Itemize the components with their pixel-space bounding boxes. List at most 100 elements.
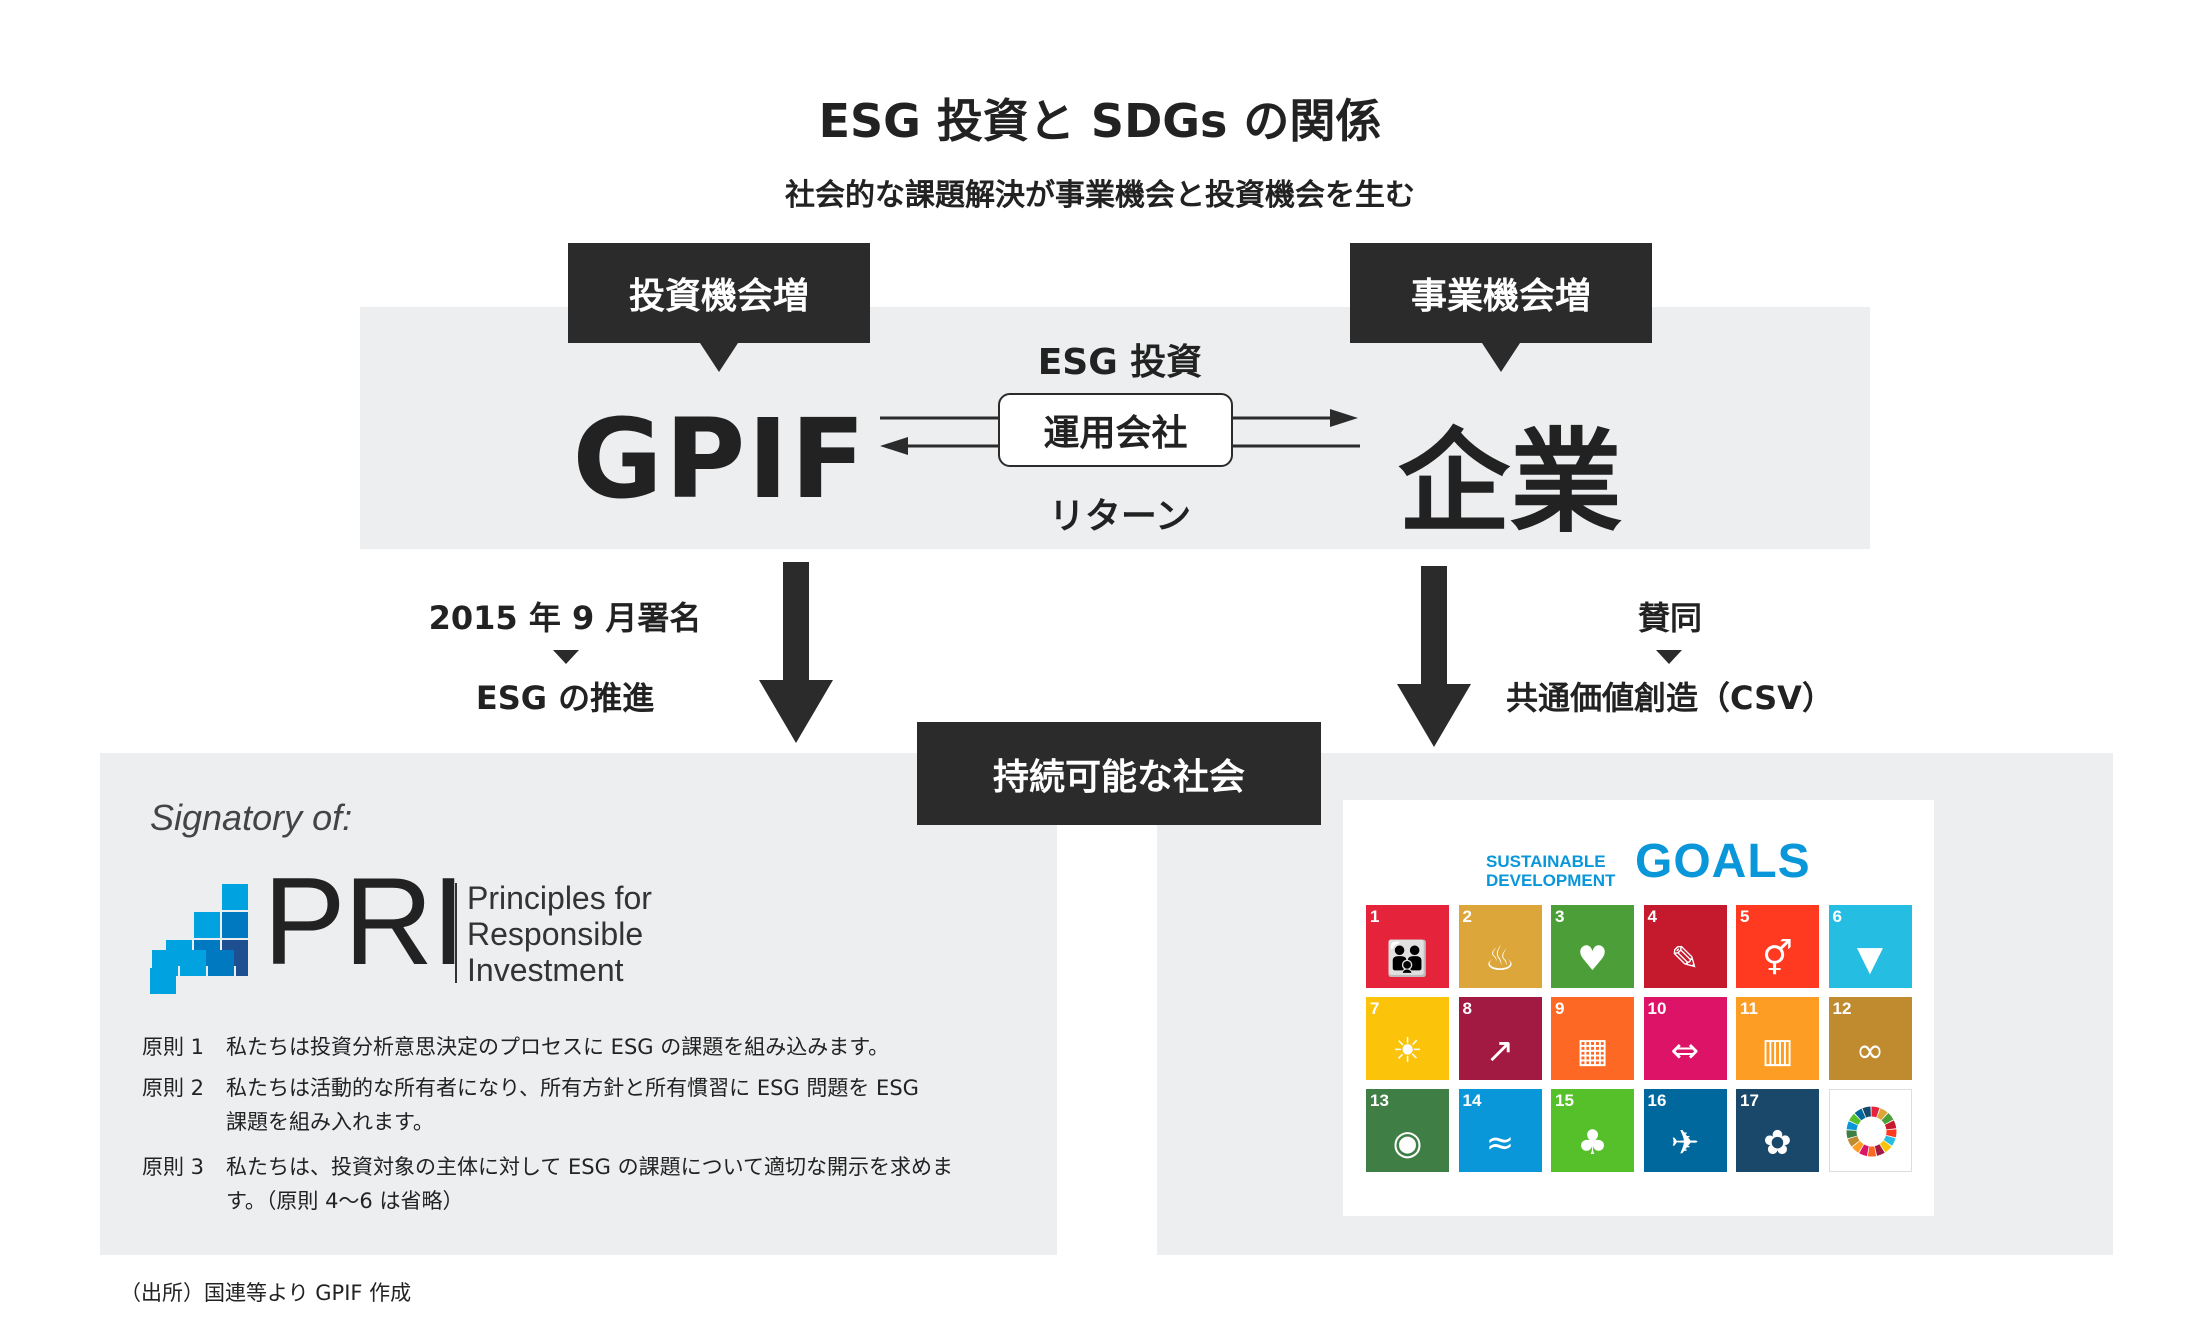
investment-opportunity-box: 投資機会増 [568,243,870,343]
sdg-tile: 4✎ [1643,905,1727,988]
asset-manager-box: 運用会社 [998,393,1233,467]
sdg-tile [1828,1089,1912,1172]
pri-panel [100,753,1057,1255]
down-arrow-left-icon [759,562,833,743]
people-icon: 👪 [1386,939,1429,979]
dove-icon: ✈ [1670,1123,1700,1163]
sdg-wheel-segment [1861,1106,1871,1118]
principle-2: 原則 2 私たちは活動的な所有者になり、所有方針と所有慣習に ESG 問題を E… [142,1071,1042,1151]
small-triangle-left-icon [553,650,579,664]
pri-tagline: Principles for Responsible Investment [467,880,652,988]
sun-icon: ☀ [1392,1031,1423,1071]
pri-tagline-line: Responsible [467,916,644,952]
pri-acronym: PRI [263,853,466,991]
principle-1: 原則 1 私たちは投資分析意思決定のプロセスに ESG の課題を組み込みます。 [142,1030,1042,1070]
sdg-tile: 14≈ [1458,1089,1542,1172]
sdg-wheel-segment [1876,1108,1888,1121]
sdg-tile: 8↗ [1458,997,1542,1080]
sdg-tile-number: 15 [1555,1091,1574,1110]
sdg-tile: 10⇔ [1643,997,1727,1080]
sdg-tile: 15♣ [1551,1089,1634,1172]
sdg-tile: 11▥ [1736,997,1819,1080]
sdg-tile: 12∞ [1828,997,1912,1080]
water-drop-icon: ▼ [1856,939,1884,979]
infinity-icon: ∞ [1855,1031,1885,1071]
sdg-tile: 3♥ [1551,905,1634,988]
company-label: 企業 [1398,418,1622,548]
gender-icon: ⚥ [1762,939,1793,979]
flower-icon: ✿ [1763,1123,1792,1163]
sdg-tile-number: 17 [1740,1091,1759,1110]
pri-tagline-line: Principles for [467,880,652,916]
sdg-tile: 9▦ [1551,997,1634,1080]
sdg-tile: 17✿ [1736,1089,1819,1172]
sdg-tile: 5⚥ [1736,905,1819,988]
left-caption-signed: 2015 年 9 月署名 [428,599,702,637]
principle-label: 原則 1 [142,1035,205,1059]
sdg-wheel-segment [1879,1140,1891,1153]
right-caption-csv: 共通価値創造（CSV） [1506,679,1834,717]
pri-tagline-line: Investment [467,952,624,988]
principle-label: 原則 3 [142,1155,205,1179]
sdg-tile: 6▼ [1828,905,1912,988]
sdg-tile-number: 16 [1647,1091,1667,1110]
gpif-label: GPIF [572,395,868,523]
source-note: （出所）国連等より GPIF 作成 [120,1281,412,1305]
sdg-logo-line: DEVELOPMENT [1486,871,1616,890]
sdg-wheel-segment [1874,1144,1885,1156]
page-title: ESG 投資と SDGs の関係 [818,94,1382,148]
sustainable-society-box: 持続可能な社会 [917,722,1321,825]
equality-icon: ⇔ [1670,1031,1700,1071]
sdg-tile-number: 6 [1832,907,1842,926]
principle-text: 私たちは活動的な所有者になり、所有方針と所有慣習に ESG 問題を ESG 課題… [226,1076,919,1134]
tree-icon: ♣ [1577,1123,1608,1163]
cubes-icon: ▦ [1576,1031,1609,1071]
sdg-wheel-segment [1846,1121,1858,1131]
sdg-tile-number: 3 [1555,907,1565,926]
sdg-tile-number: 8 [1462,999,1472,1018]
sdg-tile-number: 2 [1462,907,1472,926]
sdg-tile-number: 1 [1370,907,1380,926]
sdg-wheel-segment [1871,1106,1880,1118]
right-caption-support: 賛同 [1637,599,1702,637]
sdg-tile-number: 7 [1370,999,1380,1018]
sdg-tile: 13◉ [1366,1089,1449,1172]
sdg-wheel-segment [1881,1113,1893,1125]
left-caption-esg-promotion: ESG の推進 [475,679,655,717]
sdg-wheel-segment [1867,1146,1876,1157]
principle-label: 原則 2 [142,1076,205,1100]
principle-text: 私たちは、投資対象の主体に対して ESG の課題について適切な開示を求めます。（… [226,1155,953,1213]
pri-divider [455,883,457,983]
sdg-tile: 7☀ [1366,997,1449,1080]
sdg-tile-number: 12 [1832,999,1852,1018]
sdg-wheel-icon [1846,1106,1896,1157]
book-icon: ✎ [1670,939,1700,979]
bowl-icon: ♨ [1484,939,1516,979]
sdg-logo-text: SUSTAINABLE DEVELOPMENT [1486,852,1615,890]
sdg-tile-number: 4 [1647,907,1657,926]
sdg-tile-number: 5 [1740,907,1750,926]
business-opportunity-box: 事業機会増 [1350,243,1652,343]
sdg-tile: 1👪 [1366,905,1449,988]
sdg-tile: 2♨ [1458,905,1542,988]
sdg-tile-number: 9 [1555,999,1565,1018]
sdg-logo-line: SUSTAINABLE [1486,852,1606,871]
sdg-wheel-segment [1854,1108,1866,1121]
sdg-wheel-segment [1884,1120,1896,1130]
sdg-wheel-segment [1846,1130,1857,1139]
sdg-wheel-segment [1848,1113,1861,1125]
fish-icon: ≈ [1485,1123,1515,1163]
sdg-tile-number: 10 [1647,999,1667,1018]
eye-icon: ◉ [1392,1123,1423,1163]
down-arrow-right-icon [1397,566,1471,747]
pri-blocks-bottom-row [152,950,248,976]
sdg-wheel-segment [1847,1136,1860,1147]
principle-3: 原則 3 私たちは、投資対象の主体に対して ESG の課題について適切な開示を求… [142,1150,1042,1230]
heartbeat-icon: ♥ [1577,939,1608,979]
city-icon: ▥ [1761,1031,1794,1071]
signatory-label: Signatory of: [150,797,353,838]
sdg-wheel-segment [1885,1129,1896,1138]
sdg-wheel-segment [1858,1144,1869,1157]
sdg-tile: 16✈ [1643,1089,1727,1172]
sdg-tile-number: 11 [1740,999,1758,1018]
